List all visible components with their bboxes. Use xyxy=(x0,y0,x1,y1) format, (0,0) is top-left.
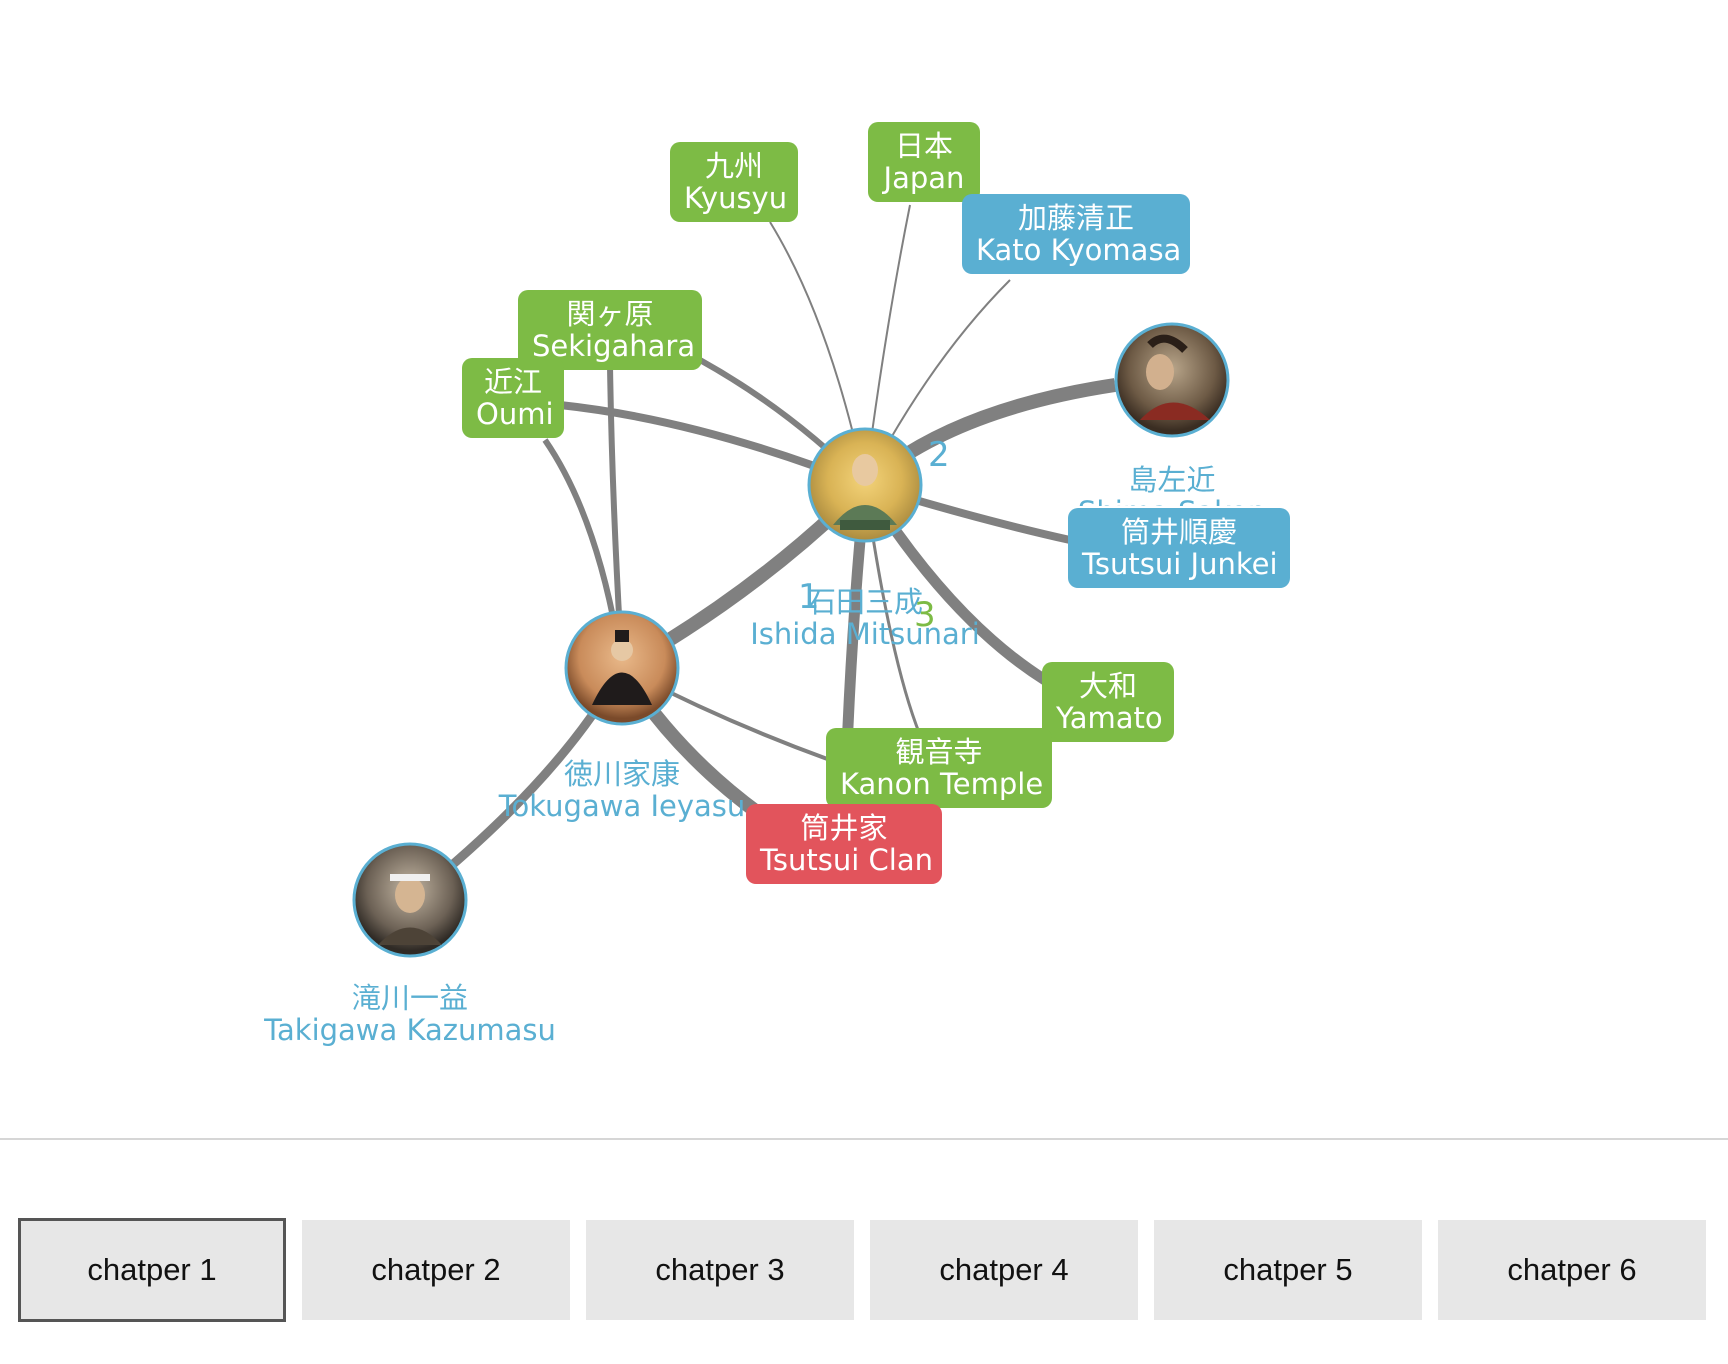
node-oumi[interactable]: 近江 Oumi xyxy=(462,358,564,438)
label-takigawa: 滝川一益 Takigawa Kazumasu xyxy=(264,982,556,1046)
node-sekigahara[interactable]: 関ヶ原 Sekigahara xyxy=(518,290,702,370)
node-sekigahara-en: Sekigahara xyxy=(532,329,696,363)
chapter-4-button[interactable]: chatper 4 xyxy=(870,1220,1138,1320)
node-tsutsui-clan-en: Tsutsui Clan xyxy=(760,843,933,877)
label-ishida: 石田三成 Ishida Mitsunari xyxy=(750,586,980,650)
relationship-graph[interactable]: 九州 Kyusyu 日本 Japan 加藤清正 Kato Kyomasa 関ヶ原… xyxy=(0,0,1728,1130)
badge-2: 2 xyxy=(928,435,950,475)
label-shima: 島左近 Shima Sakon xyxy=(1078,464,1266,506)
node-oumi-jp: 近江 xyxy=(483,365,542,399)
chapter-6-button[interactable]: chatper 6 xyxy=(1438,1220,1706,1320)
label-ishida-jp: 石田三成 xyxy=(806,585,924,619)
label-tokugawa-en: Tokugawa Ieyasu xyxy=(498,789,746,823)
divider xyxy=(0,1138,1728,1140)
chapter-bar: chatper 1 chatper 2 chatper 3 chatper 4 … xyxy=(18,1218,1710,1324)
portrait-tokugawa[interactable] xyxy=(564,610,680,726)
node-tsutsui-junkei[interactable]: 筒井順慶 Tsutsui Junkei xyxy=(1068,508,1290,588)
label-takigawa-jp: 滝川一益 xyxy=(351,981,468,1015)
node-kato[interactable]: 加藤清正 Kato Kyomasa xyxy=(962,194,1190,274)
graph-edges xyxy=(352,204,1230,958)
chapter-5-button[interactable]: chatper 5 xyxy=(1154,1220,1422,1320)
label-tokugawa-jp: 徳川家康 xyxy=(563,757,681,791)
node-yamato-en: Yamato xyxy=(1056,701,1163,735)
node-kato-en: Kato Kyomasa xyxy=(976,233,1182,267)
node-tsutsui-junkei-en: Tsutsui Junkei xyxy=(1082,547,1278,581)
portrait-shima[interactable] xyxy=(1114,322,1230,438)
chapter-1-button[interactable]: chatper 1 xyxy=(18,1218,286,1322)
node-kanon-en: Kanon Temple xyxy=(840,767,1044,801)
label-ishida-en: Ishida Mitsunari xyxy=(750,617,980,651)
node-japan-en: Japan xyxy=(883,161,965,195)
label-shima-jp: 島左近 xyxy=(1128,464,1216,497)
node-kyusyu-jp: 九州 xyxy=(704,149,763,183)
portrait-takigawa[interactable] xyxy=(352,842,468,958)
chapter-2-button[interactable]: chatper 2 xyxy=(302,1220,570,1320)
node-japan[interactable]: 日本 Japan xyxy=(868,122,980,202)
node-sekigahara-jp: 関ヶ原 xyxy=(566,297,654,331)
node-oumi-en: Oumi xyxy=(476,397,554,431)
node-kanon[interactable]: 観音寺 Kanon Temple xyxy=(826,728,1052,808)
node-japan-jp: 日本 xyxy=(894,129,953,163)
badge-1: 1 xyxy=(798,577,820,617)
node-yamato-jp: 大和 xyxy=(1078,669,1137,703)
node-yamato[interactable]: 大和 Yamato xyxy=(1042,662,1174,742)
badge-3: 3 xyxy=(914,595,936,635)
node-kyusyu[interactable]: 九州 Kyusyu xyxy=(670,142,798,222)
node-kyusyu-en: Kyusyu xyxy=(684,181,788,215)
node-tsutsui-clan[interactable]: 筒井家 Tsutsui Clan xyxy=(746,804,942,884)
label-shima-en: Shima Sakon xyxy=(1078,496,1266,506)
node-tsutsui-junkei-jp: 筒井順慶 xyxy=(1120,515,1237,549)
label-takigawa-en: Takigawa Kazumasu xyxy=(264,1013,556,1047)
chapter-3-button[interactable]: chatper 3 xyxy=(586,1220,854,1320)
node-kato-jp: 加藤清正 xyxy=(1017,201,1134,235)
node-tsutsui-clan-jp: 筒井家 xyxy=(800,811,888,845)
portrait-ishida[interactable] xyxy=(807,427,923,543)
node-kanon-jp: 観音寺 xyxy=(895,735,983,769)
label-tokugawa: 徳川家康 Tokugawa Ieyasu xyxy=(499,758,746,822)
